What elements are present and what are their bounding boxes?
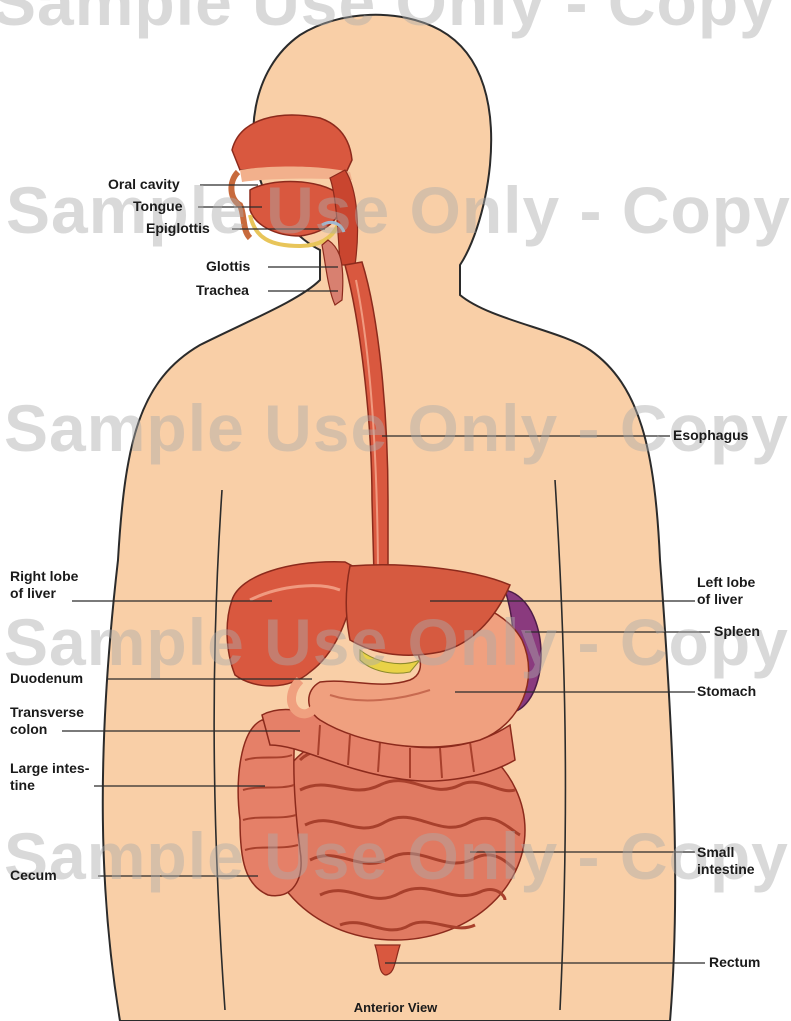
label-left-lobe-of-liver: Left lobe of liver bbox=[697, 574, 755, 608]
label-line: intestine bbox=[697, 861, 755, 878]
label-small-intestine: Small intestine bbox=[697, 844, 755, 878]
caption-anterior-view: Anterior View bbox=[0, 1000, 791, 1015]
label-tongue: Tongue bbox=[133, 198, 183, 215]
label-line: of liver bbox=[10, 585, 78, 602]
label-large-intestine: Large intes- tine bbox=[10, 760, 89, 794]
label-stomach: Stomach bbox=[697, 683, 756, 700]
label-line: colon bbox=[10, 721, 84, 738]
label-esophagus: Esophagus bbox=[673, 427, 748, 444]
label-glottis: Glottis bbox=[206, 258, 250, 275]
label-line: Left lobe bbox=[697, 574, 755, 591]
label-line: Small bbox=[697, 844, 755, 861]
label-spleen: Spleen bbox=[714, 623, 760, 640]
label-cecum: Cecum bbox=[10, 867, 57, 884]
label-line: Right lobe bbox=[10, 568, 78, 585]
watermark: Sample Use Only - Copy bbox=[4, 390, 789, 466]
label-line: Transverse bbox=[10, 704, 84, 721]
label-epiglottis: Epiglottis bbox=[146, 220, 210, 237]
label-duodenum: Duodenum bbox=[10, 670, 83, 687]
label-line: tine bbox=[10, 777, 89, 794]
watermark: Sample Use Only - Copy bbox=[0, 0, 777, 40]
watermark: Sample Use Only - Copy bbox=[4, 818, 789, 894]
label-line: of liver bbox=[697, 591, 755, 608]
label-rectum: Rectum bbox=[709, 954, 760, 971]
watermark: Sample Use Only - Copy bbox=[4, 604, 789, 680]
label-line: Large intes- bbox=[10, 760, 89, 777]
label-transverse-colon: Transverse colon bbox=[10, 704, 84, 738]
label-trachea: Trachea bbox=[196, 282, 249, 299]
label-right-lobe-of-liver: Right lobe of liver bbox=[10, 568, 78, 602]
label-oral-cavity: Oral cavity bbox=[108, 176, 180, 193]
